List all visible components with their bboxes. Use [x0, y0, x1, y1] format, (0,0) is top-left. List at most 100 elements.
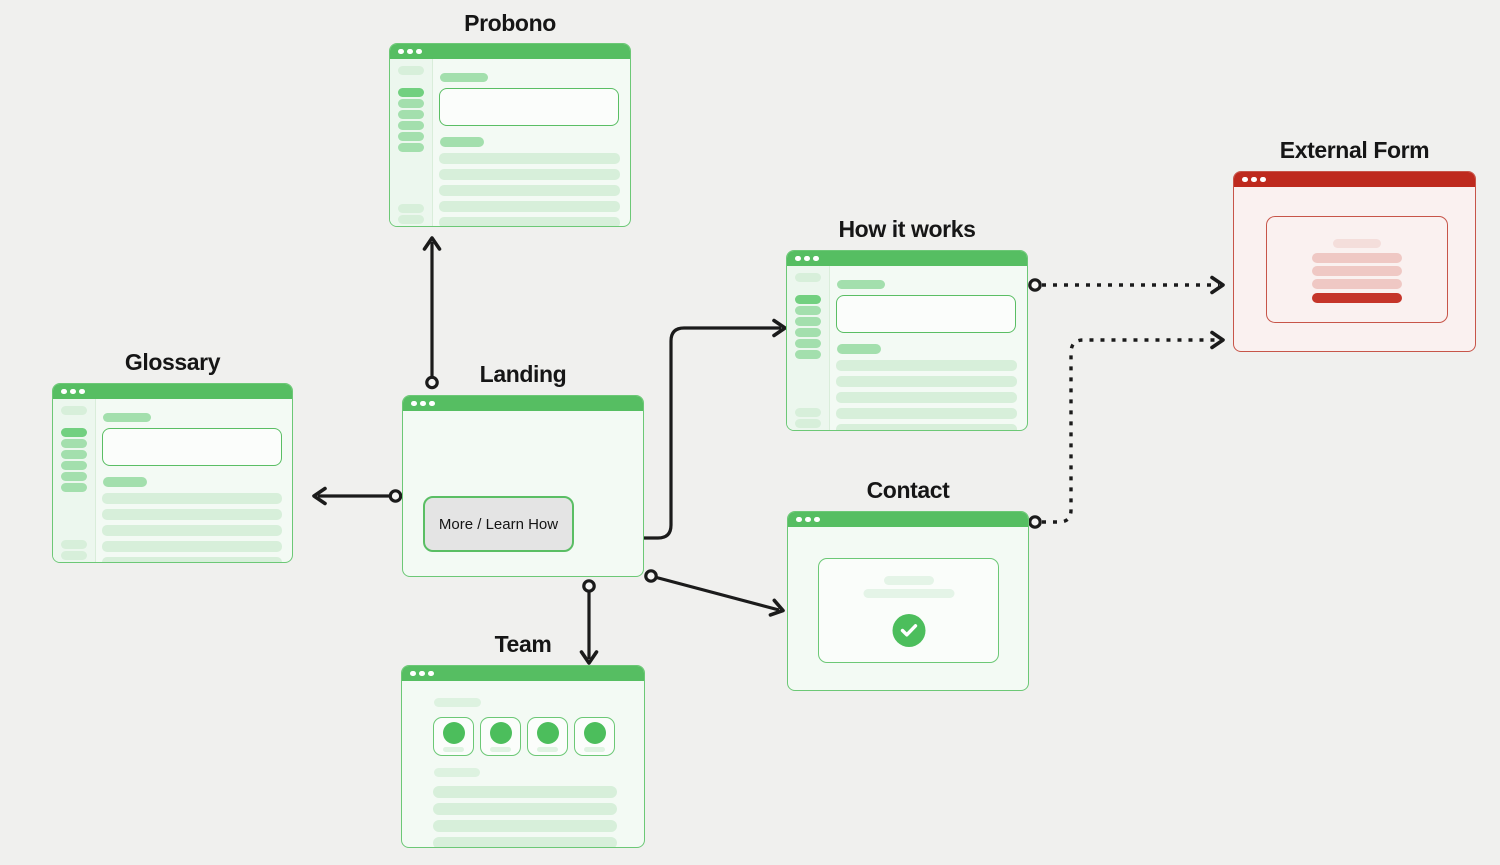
node-title-contact: Contact	[866, 477, 950, 503]
arrowhead-landing-glossary	[312, 486, 327, 506]
placeholder-bar	[102, 493, 282, 504]
connector-contact-external-form	[1042, 338, 1219, 524]
placeholder-bar	[795, 408, 821, 417]
placeholder-bar	[61, 551, 87, 560]
placeholder-bar	[61, 428, 87, 437]
placeholder-bar	[1312, 293, 1402, 303]
node-title-external-form: External Form	[1279, 137, 1430, 163]
placeholder-bar	[398, 66, 424, 75]
placeholder-bar	[398, 121, 424, 130]
avatar	[583, 721, 606, 744]
window-probono[interactable]	[389, 43, 631, 227]
placeholder-bar	[61, 439, 87, 448]
connector-handle[interactable]	[425, 375, 439, 390]
placeholder-bar	[398, 143, 424, 152]
hero-placeholder	[836, 295, 1016, 333]
placeholder-bar	[439, 153, 620, 164]
team-cards	[433, 717, 615, 756]
connector-handle[interactable]	[644, 569, 658, 583]
window-dot-icon	[796, 516, 802, 523]
window-body	[1234, 187, 1475, 351]
node-title-probono: Probono	[464, 10, 556, 36]
placeholder-bar	[795, 339, 821, 348]
window-dot-icon	[805, 516, 811, 523]
window-dot-icon	[814, 516, 820, 523]
placeholder-bar	[439, 169, 620, 180]
window-dot-icon	[1251, 176, 1257, 183]
placeholder-bar	[1333, 239, 1381, 248]
placeholder-bar	[61, 450, 87, 459]
placeholder-bar	[102, 557, 282, 562]
window-dot-icon	[411, 400, 417, 407]
arrowhead-landing-contact	[768, 598, 785, 617]
sidebar-placeholder	[390, 59, 433, 226]
window-body	[390, 59, 630, 226]
placeholder-bar	[836, 392, 1017, 403]
placeholder-bar	[1312, 279, 1402, 289]
placeholder-bar	[537, 746, 558, 752]
placeholder-bar	[439, 185, 620, 196]
node-title-how-it-works: How it works	[838, 216, 976, 242]
more-learn-how-button[interactable]: More / Learn How	[423, 496, 574, 552]
connector-handle[interactable]	[582, 579, 596, 593]
placeholder-bar	[102, 525, 282, 536]
hero-placeholder	[439, 88, 619, 126]
success-check-icon	[892, 614, 925, 647]
placeholder-bar	[795, 328, 821, 337]
window-dot-icon	[813, 255, 819, 262]
placeholder-bar	[398, 88, 424, 97]
placeholder-bar	[1312, 253, 1402, 263]
placeholder-bar	[439, 201, 620, 212]
arrowhead-button-how-it-works	[772, 318, 787, 338]
placeholder-bar	[61, 540, 87, 549]
placeholder-bar	[863, 589, 954, 598]
arrowhead-landing-probono	[422, 236, 442, 251]
window-dot-icon	[1242, 176, 1248, 183]
node-title-glossary: Glossary	[124, 349, 221, 375]
window-controls	[390, 44, 630, 59]
placeholder-bar	[836, 424, 1017, 430]
window-how-it-works[interactable]	[786, 250, 1028, 431]
avatar	[442, 721, 465, 744]
window-dot-icon	[795, 255, 801, 262]
avatar	[489, 721, 512, 744]
placeholder-bar	[61, 472, 87, 481]
main-content-placeholder	[829, 266, 1027, 430]
placeholder-bar	[433, 803, 617, 815]
placeholder-bar	[61, 461, 87, 470]
placeholder-bar	[398, 204, 424, 213]
placeholder-bar	[795, 306, 821, 315]
placeholder-bar	[795, 350, 821, 359]
window-landing[interactable]: More / Learn How	[402, 395, 644, 577]
placeholder-bar	[398, 215, 424, 224]
window-contact[interactable]	[787, 511, 1029, 691]
placeholder-bar	[103, 477, 147, 487]
placeholder-bar	[836, 360, 1017, 371]
connector-handle[interactable]	[388, 489, 403, 503]
window-dot-icon	[79, 388, 85, 395]
placeholder-bar	[883, 576, 934, 585]
window-team[interactable]	[401, 665, 645, 848]
window-glossary[interactable]	[52, 383, 293, 563]
placeholder-bar	[836, 376, 1017, 387]
window-dot-icon	[398, 48, 404, 55]
placeholder-bar	[837, 280, 885, 289]
placeholder-bar	[61, 483, 87, 492]
window-external-form[interactable]	[1233, 171, 1476, 352]
window-controls	[1234, 172, 1475, 187]
node-title-landing: Landing	[479, 361, 567, 387]
main-content-placeholder	[432, 59, 630, 226]
placeholder-bar	[440, 73, 488, 82]
window-dot-icon	[420, 400, 426, 407]
avatar	[536, 721, 559, 744]
form-placeholder	[1266, 216, 1448, 323]
form-success-placeholder	[818, 558, 999, 663]
placeholder-bar	[433, 837, 617, 847]
connector-landing-contact	[656, 575, 780, 612]
connector-handle[interactable]	[1028, 515, 1042, 529]
window-body	[788, 527, 1028, 690]
connector-handle[interactable]	[1028, 278, 1042, 292]
placeholder-bar	[434, 768, 480, 777]
